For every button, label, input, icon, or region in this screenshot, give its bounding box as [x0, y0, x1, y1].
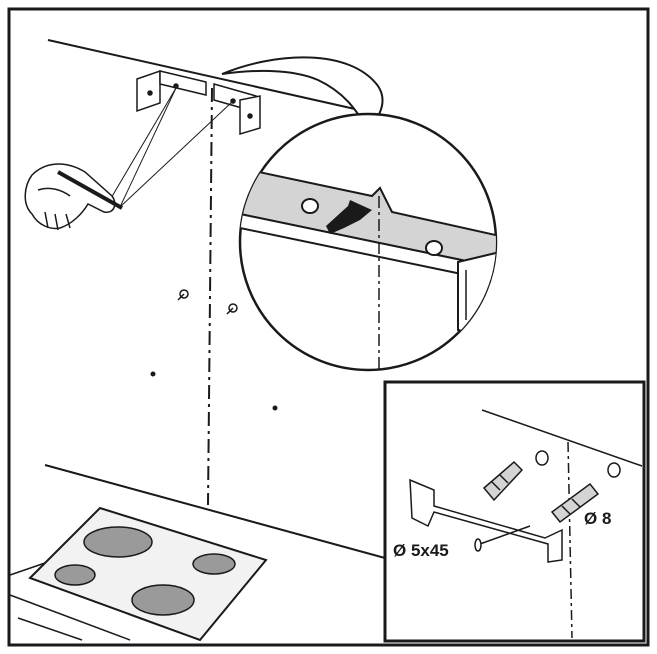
drill-mark-right: [272, 405, 278, 411]
dowel-size-label: Ø 8: [584, 509, 611, 528]
wall-screw-right: [226, 303, 238, 315]
outer-frame: [7, 7, 650, 647]
zoomed-bracket-detail: [240, 166, 496, 370]
fixings-inset: Ø 8 Ø 5x45: [383, 380, 646, 643]
wall-hole-right: [607, 462, 621, 478]
wall-hole-left: [535, 450, 549, 466]
center-line: [207, 87, 213, 506]
inset-bracket: [409, 478, 563, 563]
arrow-icon: [326, 200, 372, 234]
worktop-line: [44, 464, 386, 559]
drill-mark-left: [150, 371, 156, 377]
screw: [474, 525, 531, 552]
wall-bracket-right: [213, 83, 261, 136]
wall-screw-left: [177, 289, 189, 301]
pencil: [57, 170, 123, 210]
hand-with-pencil: [24, 163, 116, 231]
marking-lines: [103, 87, 233, 211]
ceiling-line: [47, 39, 396, 119]
worktop-front-edges: [9, 594, 131, 641]
worktop-front-line: [9, 562, 46, 576]
wall-bracket-left: [136, 69, 207, 113]
inset-center-line: [567, 441, 573, 639]
wall-plug-upper: [482, 460, 524, 502]
wall-plug-lower: [550, 482, 600, 524]
inset-ceiling-line: [481, 409, 643, 467]
hob: [28, 506, 268, 642]
screw-size-label: Ø 5x45: [393, 541, 449, 560]
